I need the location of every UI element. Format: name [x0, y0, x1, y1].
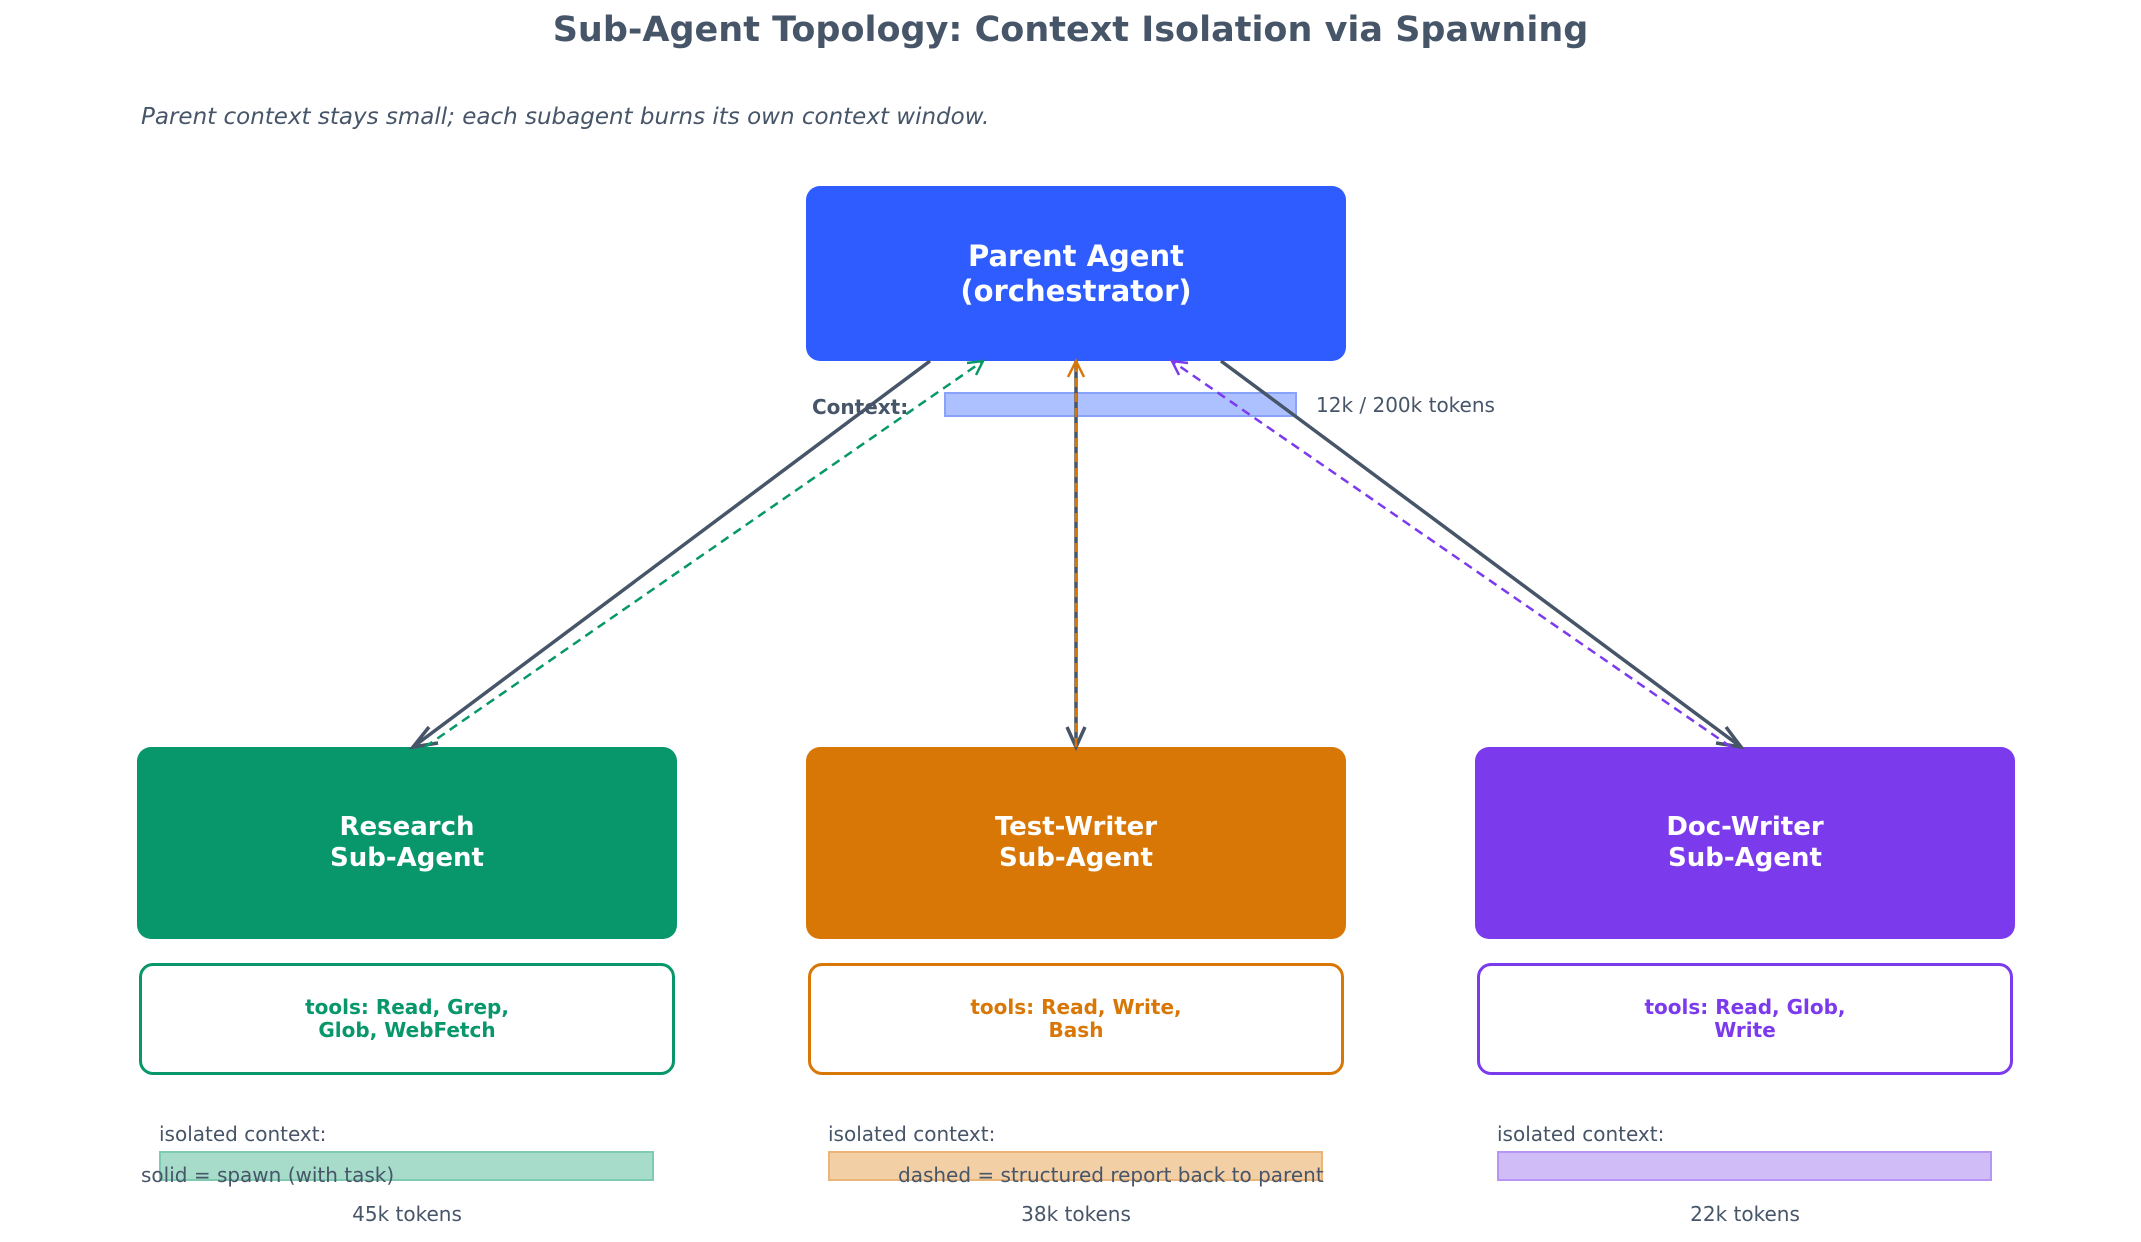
research-tools-label: tools: Read, Grep, Glob, WebFetch — [305, 995, 509, 1042]
report-edges — [424, 358, 1732, 749]
research-subagent-node: Research Sub-Agent — [137, 747, 677, 939]
doc-writer-context-bar — [1497, 1151, 1992, 1181]
test-writer-tokens: 38k tokens — [1021, 1202, 1131, 1226]
spawn-edge-doc-writer — [1219, 359, 1743, 749]
report-arrowhead-doc-writer — [1169, 359, 1189, 376]
doc-writer-subagent-label: Doc-Writer Sub-Agent — [1666, 811, 1824, 873]
test-writer-tools-box: tools: Read, Write, Bash — [808, 963, 1344, 1075]
doc-writer-subagent-node: Doc-Writer Sub-Agent — [1475, 747, 2015, 939]
research-isolated-context-label: isolated context: — [159, 1122, 327, 1146]
doc-writer-tools-label: tools: Read, Glob, Write — [1644, 995, 1846, 1042]
legend-dashed: dashed = structured report back to paren… — [898, 1163, 1324, 1187]
legend-solid: solid = spawn (with task) — [141, 1163, 395, 1187]
diagram-subtitle: Parent context stays small; each subagen… — [141, 104, 990, 130]
test-writer-tools-label: tools: Read, Write, Bash — [970, 995, 1182, 1042]
report-arrowhead-research — [966, 359, 986, 376]
research-tools-box: tools: Read, Grep, Glob, WebFetch — [139, 963, 675, 1075]
doc-writer-isolated-context-label: isolated context: — [1497, 1122, 1665, 1146]
research-subagent-label: Research Sub-Agent — [330, 811, 484, 873]
doc-writer-tools-box: tools: Read, Glob, Write — [1477, 963, 2013, 1075]
spawn-arrowhead-test-writer — [1065, 726, 1087, 752]
research-context-bar — [159, 1151, 654, 1181]
diagram-title: Sub-Agent Topology: Context Isolation vi… — [552, 10, 1589, 50]
parent-context-bar — [944, 392, 1297, 417]
spawn-arrowhead-research — [408, 725, 439, 750]
test-writer-isolated-context-label: isolated context: — [828, 1122, 996, 1146]
report-arrowhead-test-writer — [1066, 358, 1086, 378]
research-tokens: 45k tokens — [352, 1202, 462, 1226]
parent-agent-node: Parent Agent (orchestrator) — [806, 186, 1346, 361]
parent-context-label: Context: — [812, 395, 909, 419]
parent-context-tokens: 12k / 200k tokens — [1316, 393, 1495, 417]
test-writer-subagent-node: Test-Writer Sub-Agent — [806, 747, 1346, 939]
report-edge-doc-writer — [1171, 359, 1732, 749]
test-writer-context-bar — [828, 1151, 1323, 1181]
spawn-arrowhead-doc-writer — [1715, 725, 1745, 750]
test-writer-subagent-label: Test-Writer Sub-Agent — [994, 811, 1158, 873]
parent-agent-label: Parent Agent (orchestrator) — [960, 238, 1192, 308]
doc-writer-tokens: 22k tokens — [1690, 1202, 1800, 1226]
spawn-edges — [408, 359, 1745, 752]
